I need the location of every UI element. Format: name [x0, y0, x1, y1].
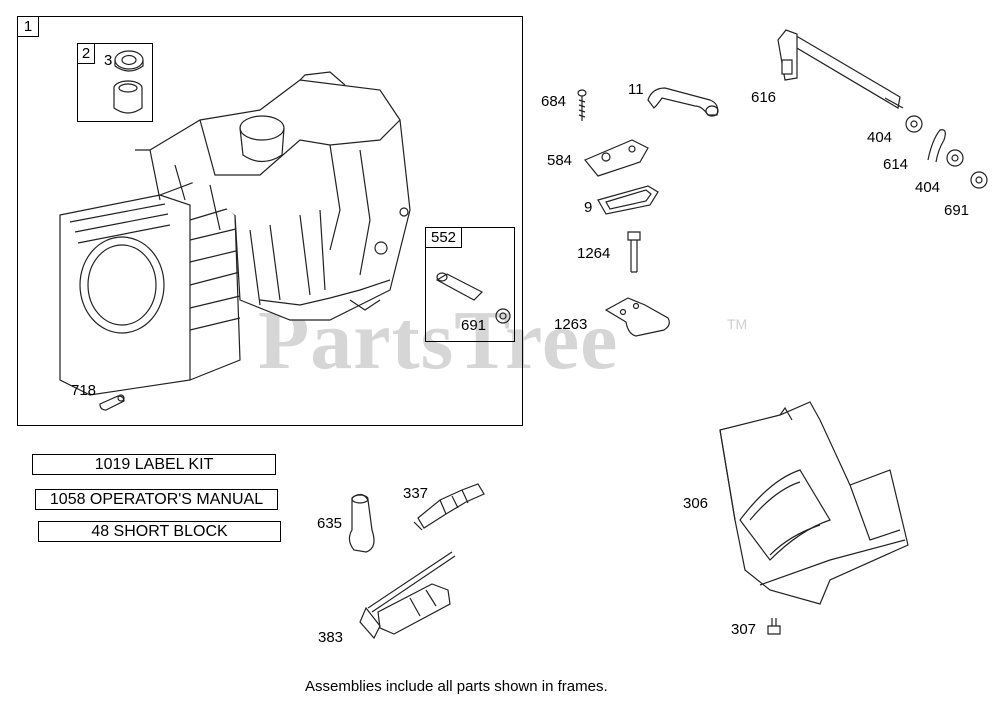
- callout-washer-691[interactable]: 691: [944, 202, 970, 219]
- screw-307-illustration: [767, 618, 781, 635]
- callout-rod-616[interactable]: 616: [751, 89, 777, 106]
- plate-584-illustration: [584, 139, 649, 177]
- callout-boot-635[interactable]: 635: [317, 515, 343, 532]
- kit-label-kit[interactable]: 1019 LABEL KIT: [32, 454, 276, 475]
- kit-operators-manual[interactable]: 1058 OPERATOR'S MANUAL: [35, 489, 278, 510]
- gasket-9-illustration: [597, 185, 659, 215]
- shield-306-illustration: [719, 401, 909, 605]
- callout-gasket-9[interactable]: 9: [584, 199, 593, 216]
- callout-bracket-1263[interactable]: 1263: [554, 316, 588, 333]
- hose-11-illustration: [647, 87, 719, 117]
- callout-clip-614[interactable]: 614: [883, 156, 909, 173]
- screw-684-illustration: [577, 89, 587, 121]
- seal-bearing-illustration: [113, 50, 144, 114]
- bolt-1264-illustration: [627, 231, 641, 273]
- frame-pin-kit: [425, 227, 515, 342]
- callout-hose-11[interactable]: 11: [628, 81, 644, 98]
- callout-plate-584[interactable]: 584: [547, 152, 573, 169]
- watermark-tm: TM: [727, 316, 748, 332]
- boot-635-illustration: [348, 493, 375, 553]
- callout-shield-306[interactable]: 306: [683, 495, 709, 512]
- pin-718-illustration: [99, 394, 125, 411]
- bracket-1263-illustration: [604, 297, 670, 337]
- frame-main-block: [17, 16, 523, 426]
- engine-block-illustration: [59, 71, 411, 396]
- frame-bearing: [77, 43, 153, 122]
- rod-616-illustration: [777, 29, 904, 109]
- callout-washer-404b[interactable]: 404: [915, 179, 941, 196]
- callout-screw-684[interactable]: 684: [541, 93, 567, 110]
- frame-main-number: 1: [18, 17, 39, 37]
- callout-plug-337[interactable]: 337: [403, 485, 429, 502]
- callout-bolt-1264[interactable]: 1264: [577, 245, 611, 262]
- frame-pin-kit-number: 552: [426, 228, 462, 248]
- callout-retainer-in-kit[interactable]: 691: [461, 317, 487, 334]
- washers-clip-illustration: [905, 115, 988, 189]
- callout-washer-404a[interactable]: 404: [867, 129, 893, 146]
- kit-short-block[interactable]: 48 SHORT BLOCK: [38, 521, 281, 542]
- callout-tool-383[interactable]: 383: [318, 629, 344, 646]
- footer-note: Assemblies include all parts shown in fr…: [305, 678, 608, 695]
- callout-seal[interactable]: 3: [104, 52, 113, 69]
- frame-bearing-number: 2: [78, 44, 95, 64]
- callout-screw-307[interactable]: 307: [731, 621, 757, 638]
- spark-plug-337-illustration: [413, 483, 485, 531]
- tool-383-illustration: [359, 551, 456, 640]
- pin-kit-illustration: [435, 272, 511, 324]
- callout-pin-718[interactable]: 718: [71, 382, 97, 399]
